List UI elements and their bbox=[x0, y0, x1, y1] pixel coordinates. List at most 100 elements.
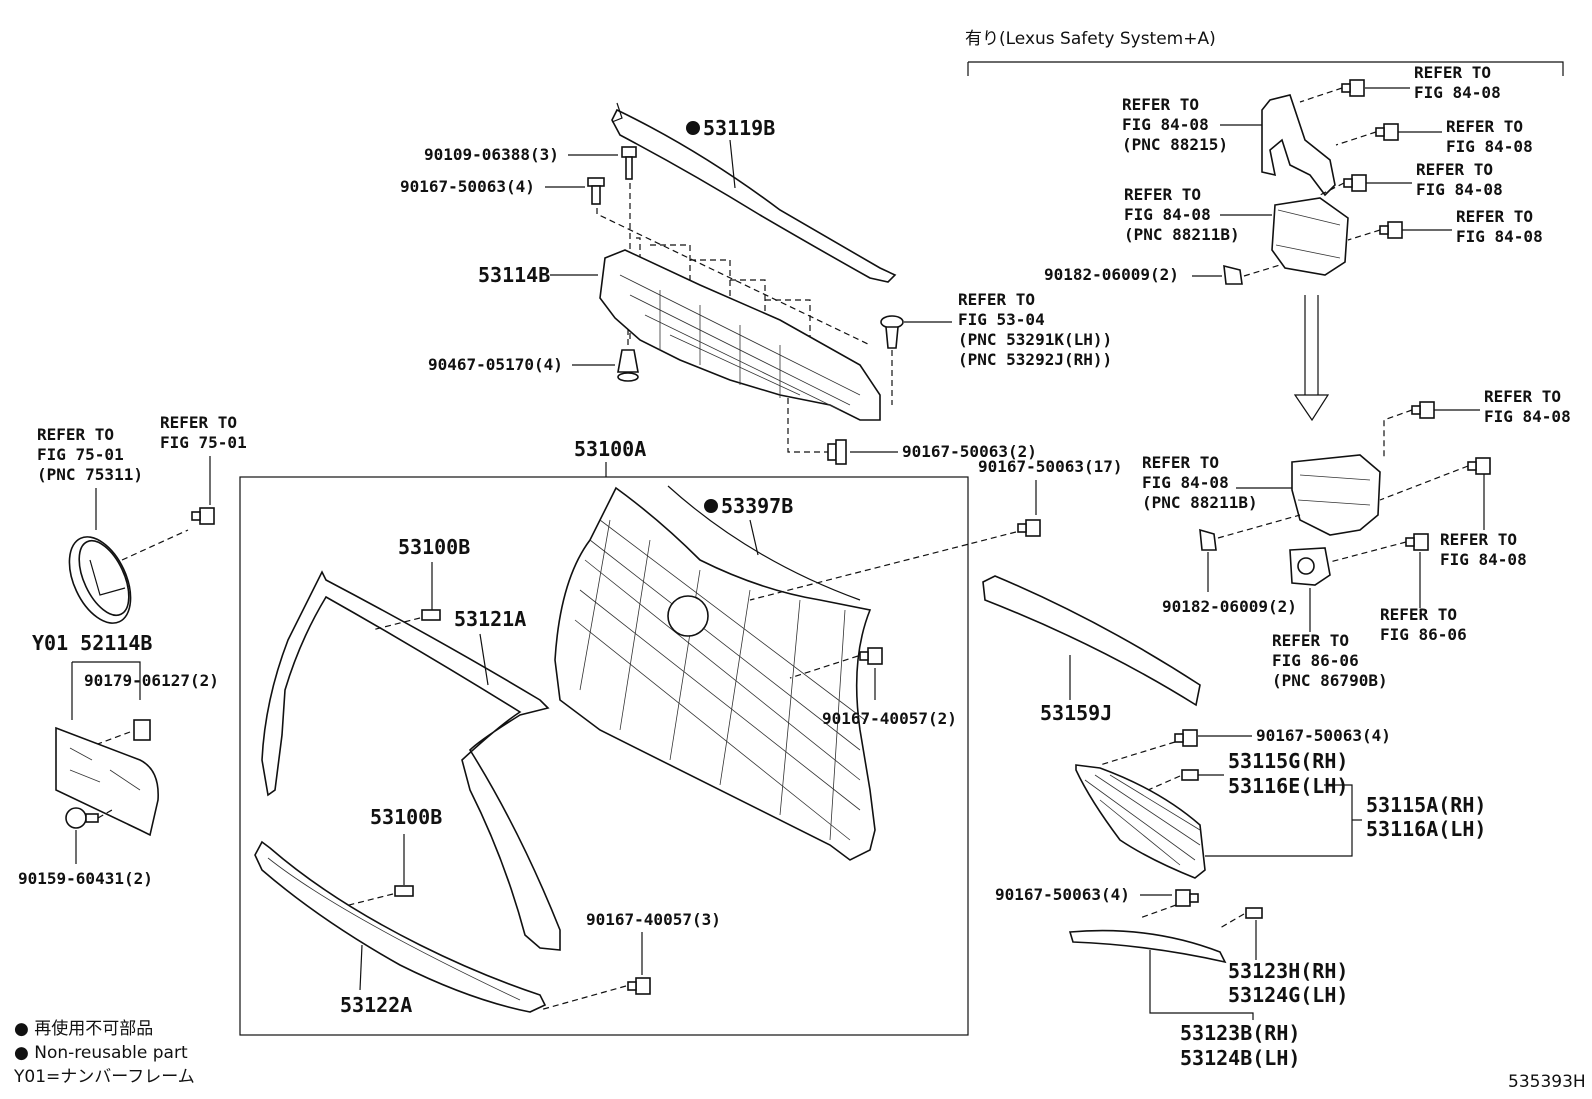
bolt-r3-icon bbox=[1375, 123, 1399, 141]
label-52114b: Y01 52114B bbox=[32, 631, 152, 655]
part-53159j[interactable] bbox=[982, 575, 1201, 707]
label-ref53-4: (PNC 53292J(RH)) bbox=[958, 350, 1112, 369]
bolt-90167-2-icon bbox=[827, 439, 847, 465]
label-r8-2: FIG 84-08 bbox=[1142, 473, 1229, 492]
emblem-icon[interactable] bbox=[57, 527, 143, 632]
label-90467: 90467-05170(4) bbox=[428, 355, 563, 374]
nut-75-01-icon bbox=[191, 507, 215, 525]
bolt-90159-icon bbox=[65, 807, 99, 829]
label-r4-1: REFER TO bbox=[1416, 160, 1493, 179]
sensor-86790b[interactable] bbox=[1289, 547, 1331, 586]
label-r11-3: (PNC 86790B) bbox=[1272, 671, 1388, 690]
clip-90467-icon bbox=[617, 349, 639, 382]
label-53121a: 53121A bbox=[454, 607, 526, 631]
label-90167-40057-2: 90167-40057(2) bbox=[822, 709, 957, 728]
label-r6-2: FIG 84-08 bbox=[1456, 227, 1543, 246]
label-53100b-a: 53100B bbox=[398, 535, 470, 559]
clip-53116e-icon bbox=[1181, 769, 1199, 781]
label-r4-2: FIG 84-08 bbox=[1416, 180, 1503, 199]
label-90167-50063-2a: 90167-50063(2) bbox=[902, 442, 1037, 461]
label-90167-50063-17: 90167-50063(17) bbox=[978, 457, 1123, 476]
bolt-r10-icon bbox=[1405, 533, 1429, 551]
label-ref53-1: REFER TO bbox=[958, 290, 1035, 309]
label-r11-1: REFER TO bbox=[1272, 631, 1349, 650]
bolt-40057-3-icon bbox=[627, 977, 651, 995]
bolt-r1-icon bbox=[1341, 79, 1365, 97]
label-r5-2: FIG 84-08 bbox=[1124, 205, 1211, 224]
label-r9-2: FIG 84-08 bbox=[1440, 550, 1527, 569]
label-r7-2: FIG 84-08 bbox=[1484, 407, 1571, 426]
label-53124g: 53124G(LH) bbox=[1228, 983, 1348, 1007]
label-r8-1: REFER TO bbox=[1142, 453, 1219, 472]
part-53121a[interactable] bbox=[261, 570, 561, 951]
system-label: 有り(Lexus Safety System+A) bbox=[965, 29, 1216, 49]
label-ref53-3: (PNC 53291K(LH)) bbox=[958, 330, 1112, 349]
label-r2-3: (PNC 88215) bbox=[1122, 135, 1228, 154]
label-53100b-b: 53100B bbox=[370, 805, 442, 829]
part-53123b[interactable] bbox=[1068, 929, 1227, 964]
label-ref75b-2: FIG 75-01 bbox=[160, 433, 247, 452]
bolt-r4-icon bbox=[1343, 174, 1367, 192]
label-53116a: 53116A(LH) bbox=[1366, 817, 1486, 841]
part-53114b[interactable] bbox=[599, 249, 881, 421]
clip-53-04-icon bbox=[880, 315, 904, 349]
bolt-40057-2-icon bbox=[859, 647, 883, 665]
label-r10-1: REFER TO bbox=[1380, 605, 1457, 624]
label-r2-1: REFER TO bbox=[1122, 95, 1199, 114]
label-90179: 90179-06127(2) bbox=[84, 671, 219, 690]
arrow-down-icon bbox=[1293, 295, 1330, 422]
bolt-90167-17-icon bbox=[1017, 519, 1041, 537]
nut-90182-a-icon bbox=[1223, 264, 1243, 285]
label-53159j: 53159J bbox=[1040, 701, 1112, 725]
legend-line-1: ● 再使用不可部品 bbox=[14, 1018, 153, 1039]
label-ref75a-2: FIG 75-01 bbox=[37, 445, 124, 464]
label-90182-a: 90182-06009(2) bbox=[1044, 265, 1179, 284]
label-53116e: 53116E(LH) bbox=[1228, 774, 1348, 798]
label-ref75a-1: REFER TO bbox=[37, 425, 114, 444]
clip-53123h-icon bbox=[1245, 907, 1263, 919]
label-r9-1: REFER TO bbox=[1440, 530, 1517, 549]
bolt-r7-icon bbox=[1411, 401, 1435, 419]
label-90109: 90109-06388(3) bbox=[424, 145, 559, 164]
label-r3-1: REFER TO bbox=[1446, 117, 1523, 136]
bolt-90167-a-icon bbox=[587, 177, 605, 205]
sensor-88211b-lower[interactable] bbox=[1291, 454, 1381, 536]
label-r1-1: REFER TO bbox=[1414, 63, 1491, 82]
clip-90179-icon bbox=[133, 719, 151, 741]
part-53119b[interactable] bbox=[611, 102, 897, 283]
bolt-r6-icon bbox=[1379, 221, 1403, 239]
label-90167-50063-4c: 90167-50063(4) bbox=[995, 885, 1130, 904]
label-53397b: 53397B bbox=[721, 494, 793, 518]
bolt-r9-icon bbox=[1467, 457, 1491, 475]
label-r7-1: REFER TO bbox=[1484, 387, 1561, 406]
label-90167-50063-4a: 90167-50063(4) bbox=[400, 177, 535, 196]
figure-code: 535393H bbox=[1508, 1072, 1586, 1092]
bracket-88215[interactable] bbox=[1261, 94, 1336, 197]
label-r5-1: REFER TO bbox=[1124, 185, 1201, 204]
nut-90182-b-icon bbox=[1199, 528, 1217, 551]
label-90167-50063-4b: 90167-50063(4) bbox=[1256, 726, 1391, 745]
label-53124b: 53124B(LH) bbox=[1180, 1046, 1300, 1070]
label-ref53-2: FIG 53-04 bbox=[958, 310, 1045, 329]
label-53100a: 53100A bbox=[574, 437, 646, 461]
label-ref75b-1: REFER TO bbox=[160, 413, 237, 432]
part-grille-mesh[interactable] bbox=[554, 486, 876, 861]
label-53122a: 53122A bbox=[340, 993, 412, 1017]
part-53122a[interactable] bbox=[254, 840, 547, 1013]
label-53123h: 53123H(RH) bbox=[1228, 959, 1348, 983]
label-r2-2: FIG 84-08 bbox=[1122, 115, 1209, 134]
label-53115a: 53115A(RH) bbox=[1366, 793, 1486, 817]
label-r8-3: (PNC 88211B) bbox=[1142, 493, 1258, 512]
legend-line-2: ● Non-reusable part bbox=[14, 1043, 188, 1063]
clip-53100b-a-icon bbox=[421, 609, 441, 621]
part-53115a[interactable] bbox=[1075, 764, 1206, 879]
label-53119b: 53119B bbox=[703, 116, 775, 140]
label-ref75a-3: (PNC 75311) bbox=[37, 465, 143, 484]
license-frame-52114b[interactable] bbox=[55, 726, 159, 837]
label-90167-40057-3: 90167-40057(3) bbox=[586, 910, 721, 929]
clip-53100b-b-icon bbox=[394, 885, 414, 897]
label-r10-2: FIG 86-06 bbox=[1380, 625, 1467, 644]
legend-line-3: Y01=ナンバーフレーム bbox=[13, 1067, 195, 1087]
sensor-88211b-top[interactable] bbox=[1271, 197, 1349, 276]
